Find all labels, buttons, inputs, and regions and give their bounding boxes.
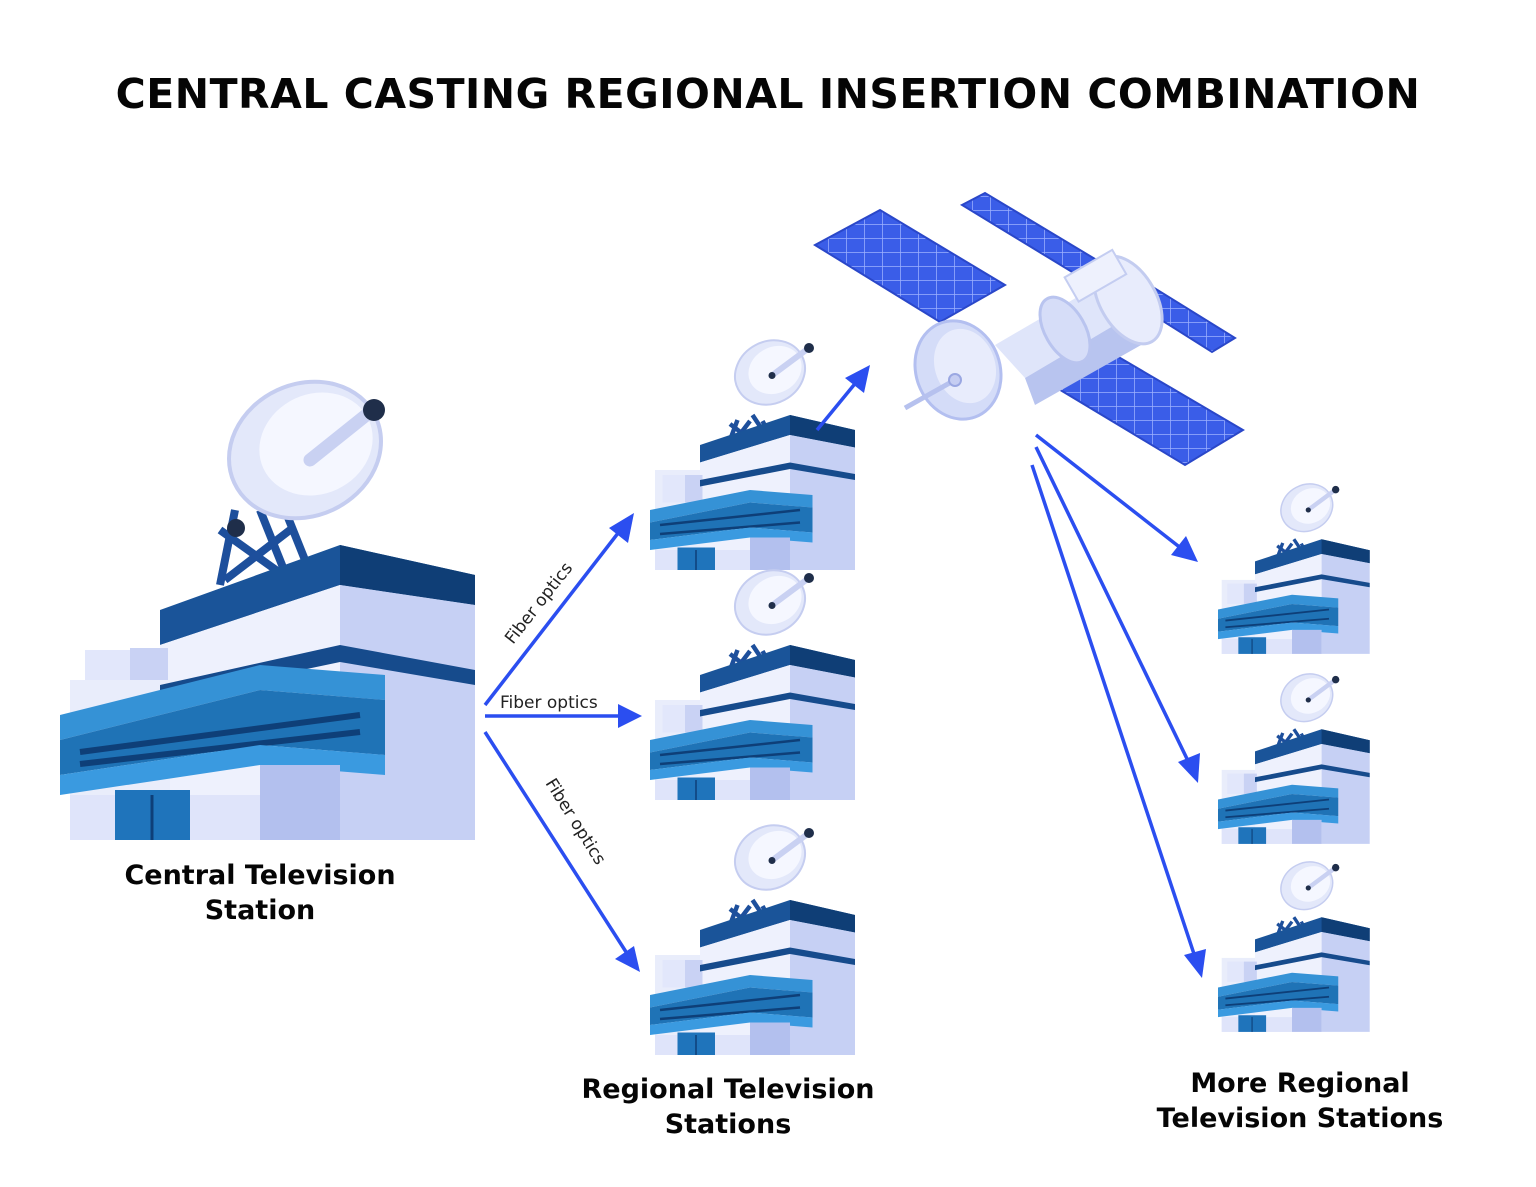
central-station-caption: Central Television Station (60, 858, 460, 928)
satellite-icon (812, 191, 1245, 467)
regional-station-2-icon (650, 558, 855, 800)
more-regional-stations-label-line2: Television Stations (1156, 1103, 1444, 1134)
fiber-label-3: Fiber optics (541, 775, 610, 869)
more-regional-station-1-icon (1218, 475, 1370, 654)
more-regional-station-2-icon (1218, 665, 1370, 844)
central-station-icon (60, 379, 475, 840)
central-station-label-line2: Station (204, 895, 316, 926)
arrow-icon (1034, 433, 1184, 551)
more-regional-stations-label-line1: More Regional (1190, 1068, 1410, 1099)
arrow-icon (1030, 464, 1198, 961)
arrow-icon (815, 378, 860, 432)
arrow-group (483, 365, 1206, 978)
arrow-icon (483, 526, 624, 707)
regional-stations-caption: Regional Television Stations (548, 1072, 908, 1142)
fiber-label-2: Fiber optics (500, 693, 598, 713)
regional-station-3-icon (650, 813, 855, 1055)
page-title: CENTRAL CASTING REGIONAL INSERTION COMBI… (115, 70, 1421, 118)
regional-stations-label-line1: Regional Television (581, 1074, 875, 1105)
more-regional-stations-caption: More Regional Television Stations (1130, 1066, 1470, 1136)
arrow-icon (483, 731, 630, 956)
regional-stations-label-line2: Stations (664, 1109, 792, 1140)
more-regional-station-3-icon (1218, 853, 1370, 1032)
regional-station-1-icon (650, 328, 855, 570)
arrow-icon (1034, 446, 1192, 766)
central-station-label-line1: Central Television (124, 860, 396, 891)
